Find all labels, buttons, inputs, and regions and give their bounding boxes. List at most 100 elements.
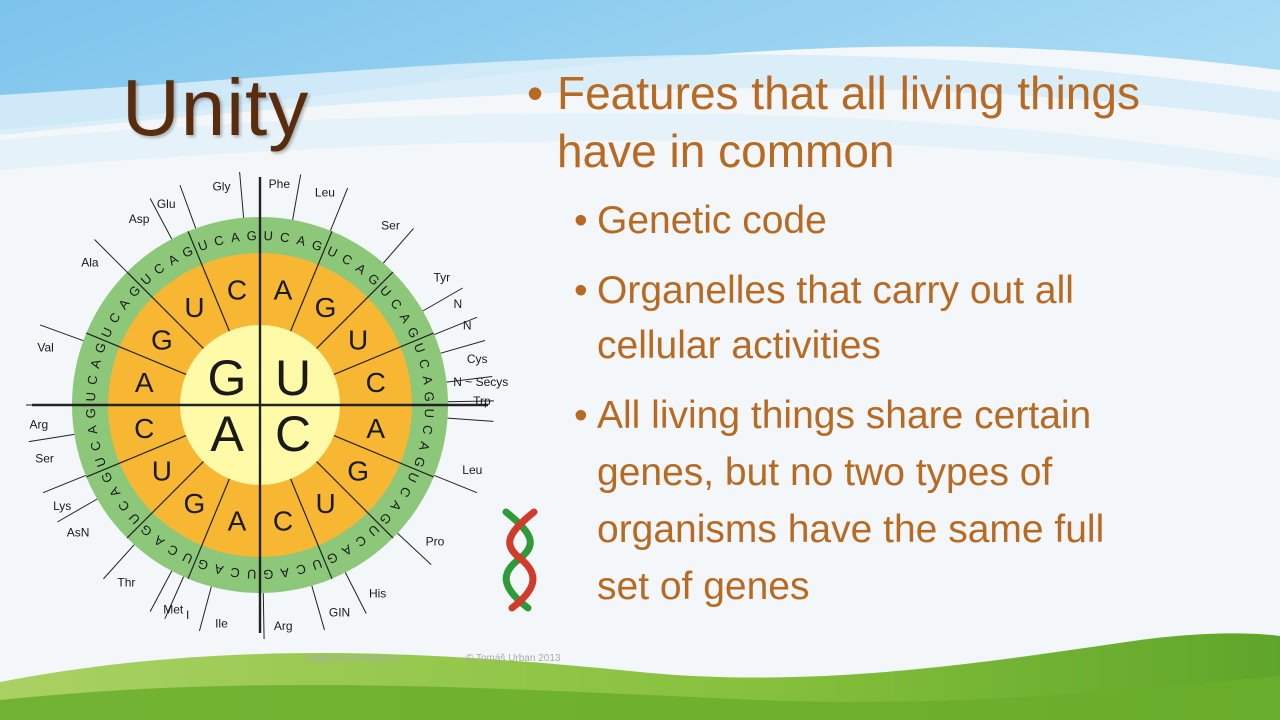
amino-acid-label: Ser [35, 452, 54, 466]
segment-divider [187, 478, 230, 579]
segment-divider [126, 461, 204, 539]
amino-acid-divider [329, 187, 349, 231]
segment-divider [290, 478, 333, 579]
amino-acid-label: Thr [117, 575, 135, 589]
third-base-letter: A [84, 424, 100, 435]
second-base-letter: A [274, 274, 293, 305]
amino-acid-label: His [369, 586, 386, 600]
third-base-letter: U [263, 228, 273, 243]
second-base-letter: C [227, 274, 247, 305]
first-base-letter: U [275, 350, 311, 406]
third-base-letter: G [196, 556, 211, 574]
third-base-letter: C [420, 424, 436, 435]
amino-acid-label: GIN [329, 605, 350, 619]
third-base-letter: A [420, 375, 436, 386]
third-base-letter: U [247, 567, 257, 582]
second-base-letter: C [366, 367, 386, 398]
amino-acid-label: Leu [462, 463, 482, 477]
amino-acid-label: Asp [129, 212, 150, 226]
amino-acid-divider [39, 324, 84, 342]
amino-acid-label: Cys [467, 352, 488, 366]
slide-title: Unity [122, 63, 310, 152]
segment-divider [86, 435, 187, 478]
amino-acid-label: Leu [315, 186, 335, 200]
amino-acid-divider [447, 417, 494, 422]
amino-acid-divider [344, 572, 367, 614]
third-base-letter: A [212, 561, 224, 578]
third-base-letter: A [416, 440, 433, 452]
amino-acid-divider [28, 433, 75, 443]
third-base-letter: G [263, 567, 274, 582]
third-base-letter: C [229, 565, 240, 581]
third-base-letter: U [422, 408, 437, 418]
amino-acid-divider [149, 570, 173, 612]
segment-divider [333, 332, 434, 375]
amino-acid-label: Ile [215, 617, 228, 631]
amino-acid-divider [311, 585, 325, 631]
credit-right: © Tomáš Urban 2013 [466, 653, 561, 664]
amino-acid-divider [440, 340, 486, 354]
amino-acid-divider [94, 239, 128, 273]
third-base-letter: C [84, 374, 100, 385]
amino-acid-divider [239, 172, 245, 218]
second-base-letter: U [152, 456, 172, 487]
second-base-letter: U [348, 324, 368, 355]
amino-acid-divider [179, 184, 197, 229]
amino-acid-label: Gly [212, 179, 230, 193]
second-base-letter: A [366, 413, 385, 444]
second-base-letter: G [315, 292, 337, 323]
amino-acid-divider [149, 198, 173, 240]
third-base-letter: C [295, 561, 308, 578]
third-base-letter: G [310, 237, 325, 255]
amino-acid-divider [447, 400, 494, 403]
first-base-letter: G [208, 350, 247, 406]
segment-divider [126, 271, 204, 349]
second-base-letter: U [184, 292, 204, 323]
third-base-letter: A [87, 357, 104, 369]
second-base-letter: A [228, 506, 247, 537]
second-base-letter: U [315, 488, 335, 519]
third-base-letter: G [83, 408, 98, 419]
amino-acid-label: Ser [381, 218, 400, 232]
third-base-letter: C [87, 440, 104, 453]
third-base-letter: A [295, 232, 307, 249]
amino-acid-divider [57, 498, 98, 523]
dna-helix-icon [502, 508, 538, 612]
third-base-letter: A [230, 229, 241, 245]
amino-acid-divider [103, 544, 135, 580]
second-base-letter: C [273, 506, 293, 537]
second-base-letter: A [135, 367, 154, 398]
third-base-letter: G [246, 228, 257, 243]
amino-acid-label: I [186, 608, 189, 622]
third-base-letter: C [279, 229, 290, 245]
amino-acid-divider [382, 228, 414, 264]
amino-acid-divider [397, 532, 432, 565]
third-base-letter: U [83, 392, 98, 402]
amino-acid-label: Lys [53, 499, 71, 513]
amino-acid-divider [434, 316, 478, 336]
amino-acid-label: Met [163, 602, 184, 616]
amino-acid-divider [198, 586, 212, 632]
segment-divider [333, 435, 434, 478]
amino-acid-divider [446, 375, 493, 383]
second-base-letter: G [151, 324, 173, 355]
credit-left: umfgz.af.mendelu.cz [306, 653, 399, 664]
third-base-letter: C [212, 232, 225, 249]
second-base-letter: G [184, 488, 206, 519]
amino-acid-label: Pro [426, 535, 445, 549]
segment-divider [316, 461, 394, 539]
segment-divider [187, 231, 230, 332]
segment-divider [86, 332, 187, 375]
amino-acid-divider [292, 174, 302, 220]
segment-divider [316, 271, 394, 349]
amino-acid-label: Trp [473, 394, 491, 408]
amino-acid-label: Tyr [434, 271, 451, 285]
amino-acid-label: AsN [67, 525, 90, 539]
second-base-letter: C [134, 413, 154, 444]
amino-acid-divider [42, 474, 86, 494]
first-base-letter: C [275, 406, 311, 462]
amino-acid-divider [434, 474, 478, 494]
amino-acid-label: N [463, 318, 472, 332]
amino-acid-divider [164, 576, 184, 619]
